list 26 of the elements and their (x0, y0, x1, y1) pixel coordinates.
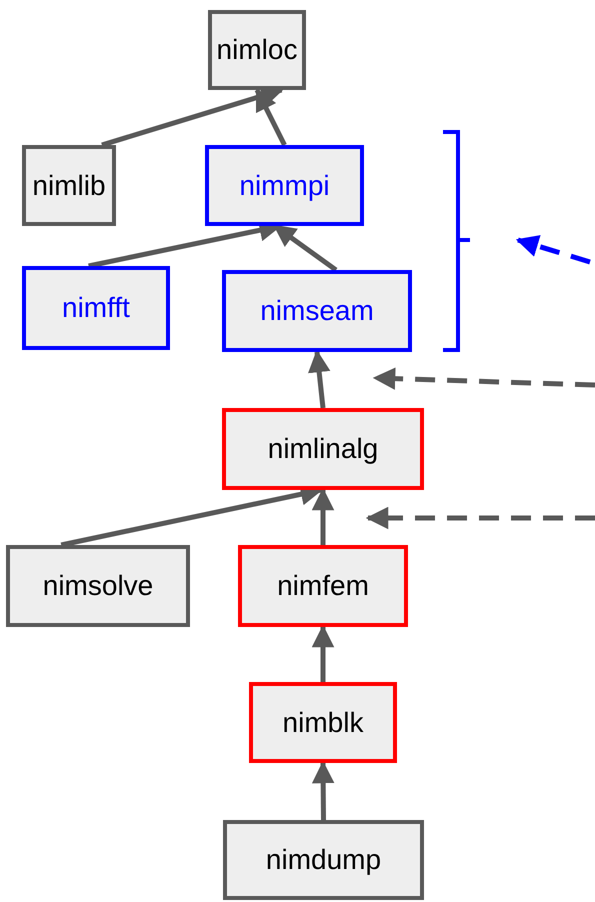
arrow (312, 488, 334, 545)
arrow (308, 350, 330, 408)
module-box (222, 408, 424, 490)
module-name: nimblk (282, 706, 364, 738)
module-box (205, 145, 364, 226)
module-name: nimlib (32, 170, 106, 202)
module-name: nimlinalg (268, 433, 378, 465)
module-box (222, 270, 412, 352)
module-name: nimmpi (239, 170, 330, 202)
module-name: nimloc (216, 34, 298, 66)
module-box (249, 682, 397, 763)
module-name: nimfem (277, 570, 369, 602)
module-box (22, 145, 116, 226)
arrow (254, 88, 287, 146)
arrow (312, 624, 334, 682)
arrow (273, 224, 338, 272)
module-box (22, 266, 170, 350)
module-name: nimfft (62, 292, 130, 324)
module-box (208, 10, 306, 90)
arrow (312, 760, 334, 820)
module-box (238, 545, 408, 627)
module-box (223, 820, 424, 900)
module-name: nimseam (260, 295, 374, 327)
module-box (6, 545, 190, 627)
module-name: nimsolve (42, 570, 154, 602)
module-name: nimdump (266, 844, 382, 876)
